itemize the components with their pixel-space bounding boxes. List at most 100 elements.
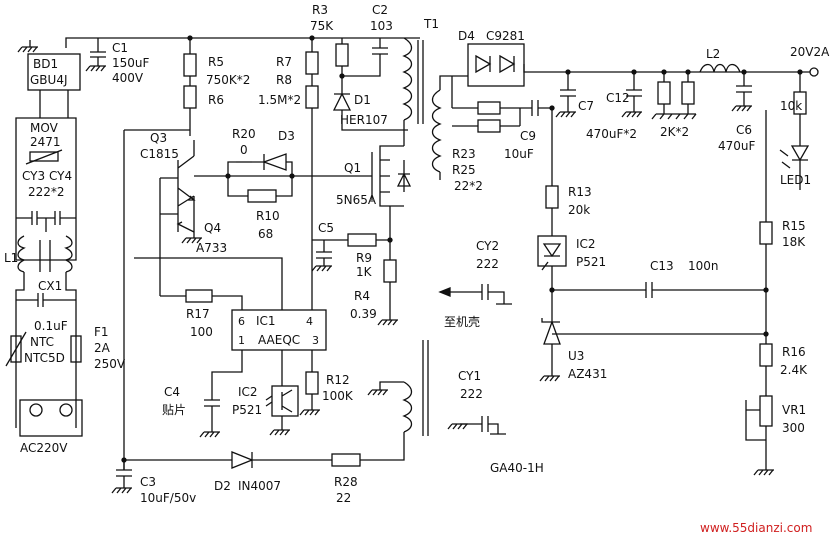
c1-value: 150uF	[112, 56, 150, 70]
ic1-label: IC1	[256, 314, 276, 328]
capacitor-cy1	[447, 416, 506, 435]
r13-label: R13	[568, 185, 592, 199]
c1-label: C1	[112, 41, 128, 55]
optocoupler-ic2-led	[537, 235, 567, 271]
r15-label: R15	[782, 219, 806, 233]
l2-label: L2	[706, 47, 720, 61]
cy34-value: 222*2	[28, 185, 65, 199]
q4-label: Q4	[204, 221, 221, 235]
r12-value: 100K	[322, 389, 354, 403]
cy2-value: 222	[476, 257, 499, 271]
resistor-r4	[383, 259, 397, 283]
resistor-r12	[305, 371, 319, 395]
f1-label: F1	[94, 325, 109, 339]
capacitor-cy3-cy4	[16, 211, 76, 232]
c13-label: C13	[650, 259, 674, 273]
c4-value: 贴片	[162, 403, 186, 417]
resistor-r28	[331, 453, 361, 467]
ic1-pin3: 3	[312, 334, 319, 347]
ic1-chip	[231, 309, 327, 351]
f1-value: 2A	[94, 341, 111, 355]
r8-label: R8	[276, 73, 292, 87]
input-section: BD1 GBU4J C1 150uF 400V MOV 2471 CY3 CY4…	[4, 37, 420, 455]
ic1-value: AAEQC	[258, 333, 300, 347]
resistor-r8	[305, 85, 319, 109]
r23-label: R23	[452, 147, 476, 161]
cy1-label: CY1	[458, 369, 481, 383]
r4-label: R4	[354, 289, 370, 303]
r6-label: R6	[208, 93, 224, 107]
output-voltage-label: 20V2A	[790, 45, 830, 59]
c6-label: C6	[736, 123, 752, 137]
resistor-r6	[183, 85, 197, 109]
bridge-rectifier-bd1	[27, 53, 81, 91]
secondary-section: D4 C9281 C9 10uF R23 R25 22*2 C7 C12 470…	[438, 29, 830, 476]
ac-input-label: AC220V	[20, 441, 68, 455]
c1-voltage: 400V	[112, 71, 144, 85]
c4-label: C4	[164, 385, 180, 399]
q4-value: A733	[196, 241, 227, 255]
r15-value: 18K	[782, 235, 806, 249]
d4-value: C9281	[486, 29, 525, 43]
d3-label: D3	[278, 129, 295, 143]
r12-label: R12	[326, 373, 350, 387]
ac-input-socket	[19, 399, 83, 437]
cx1-label: CX1	[38, 279, 62, 293]
model-label: GA40-1H	[490, 461, 544, 475]
d1-value: HER107	[340, 113, 388, 127]
c3-value: 10uF/50v	[140, 491, 196, 505]
ic1-pin4: 4	[306, 315, 313, 328]
mov-value: 2471	[30, 135, 61, 149]
resistor-r23	[477, 101, 501, 115]
ic1-pin1: 1	[238, 334, 245, 347]
ic2-b-value: P521	[576, 255, 606, 269]
resistor-r25	[477, 119, 501, 133]
shunt-regulator-u3	[541, 318, 766, 345]
resistor-r5	[183, 53, 197, 77]
capacitor-c1	[85, 38, 106, 72]
r8-value: 1.5M*2	[258, 93, 301, 107]
thermistor-ntc	[5, 331, 27, 367]
r-10k-label: 10k	[780, 99, 802, 113]
transformer-t1	[402, 37, 442, 436]
diode-d2	[231, 451, 254, 469]
led-led1	[779, 145, 810, 190]
r16-value: 2.4K	[780, 363, 808, 377]
cy2-label: CY2	[476, 239, 499, 253]
t1-label: T1	[423, 17, 439, 31]
mosfet-q1	[360, 145, 412, 207]
resistor-r15	[759, 221, 773, 245]
resistor-r16	[759, 343, 773, 367]
r28-value: 22	[336, 491, 351, 505]
resistor-2k-b	[681, 81, 695, 105]
resistor-r9	[347, 233, 377, 247]
varistor-mov	[25, 149, 63, 165]
u3-value: AZ431	[568, 367, 607, 381]
cy1-value: 222	[460, 387, 483, 401]
resistor-10k	[793, 91, 807, 115]
d2-value: IN4007	[238, 479, 281, 493]
watermark: www.55dianzi.com	[700, 521, 812, 535]
ic2-a-label: IC2	[238, 385, 258, 399]
r16-label: R16	[782, 345, 806, 359]
c5-label: C5	[318, 221, 334, 235]
r20-value: 0	[240, 143, 248, 157]
l1-label: L1	[4, 251, 18, 265]
d2-label: D2	[214, 479, 231, 493]
ic2-b-label: IC2	[576, 237, 596, 251]
capacitor-cy2	[438, 284, 512, 305]
r9-value: 1K	[356, 265, 373, 279]
led1-label: LED1	[780, 173, 811, 187]
ic1-pin6: 6	[238, 315, 245, 328]
d1-label: D1	[354, 93, 371, 107]
diode-d3	[262, 153, 287, 171]
r9-label: R9	[356, 251, 372, 265]
capacitor-c5	[311, 265, 332, 272]
r17-label: R17	[186, 307, 210, 321]
q3-value: C1815	[140, 147, 179, 161]
resistor-r17	[185, 289, 213, 303]
r25-value: 22*2	[454, 179, 483, 193]
mov-label: MOV	[30, 121, 59, 135]
bd1-value: GBU4J	[30, 73, 68, 87]
resistor-r3	[335, 43, 349, 67]
